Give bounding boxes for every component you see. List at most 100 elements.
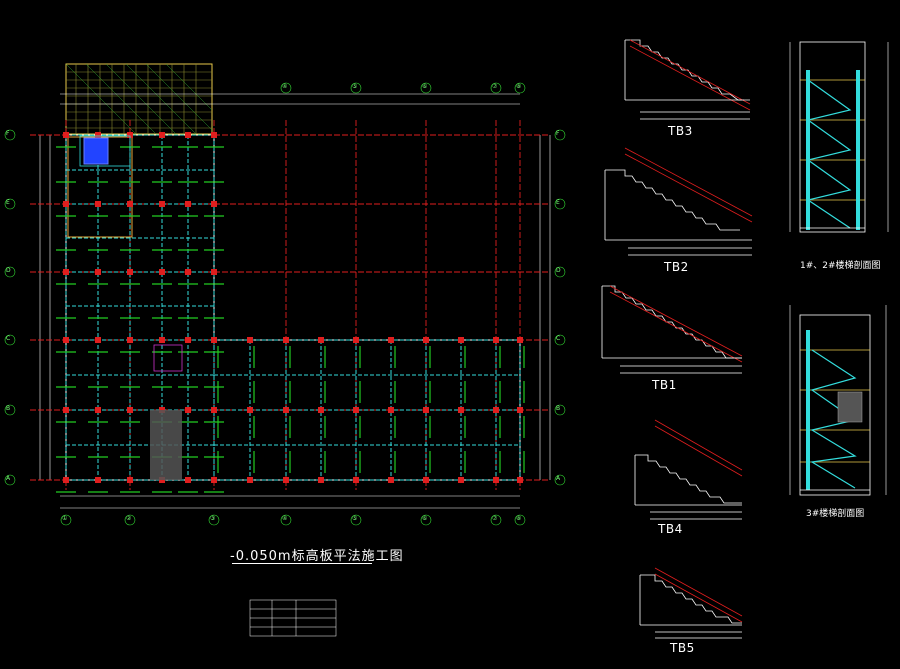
axis-top-4-label: ④ bbox=[282, 83, 288, 90]
axis-bottom-5 bbox=[350, 514, 362, 526]
stair-details bbox=[601, 39, 753, 639]
stair-sections bbox=[789, 41, 889, 496]
axis-left-2-label: B bbox=[6, 405, 11, 412]
column-11 bbox=[95, 477, 101, 483]
column-8 bbox=[95, 269, 101, 275]
axis-bottom-1 bbox=[60, 514, 72, 526]
axis-top-5 bbox=[350, 82, 362, 94]
column-42 bbox=[318, 337, 324, 343]
axis-top-8-label: ⑧ bbox=[516, 83, 522, 90]
axis-bottom-1-label: ① bbox=[62, 515, 68, 522]
column-27 bbox=[185, 337, 191, 343]
axis-right-5-label: E bbox=[556, 199, 560, 206]
axis-right-1-label: A bbox=[556, 475, 561, 482]
axis-bottom-7 bbox=[490, 514, 502, 526]
axis-left-6-label: F bbox=[6, 130, 10, 137]
axis-top-6 bbox=[420, 82, 432, 94]
tb5-label: TB5 bbox=[670, 641, 695, 655]
column-21 bbox=[159, 337, 165, 343]
column-18 bbox=[159, 132, 165, 138]
column-38 bbox=[247, 477, 253, 483]
axis-bottom-2 bbox=[124, 514, 136, 526]
section-1-2 bbox=[789, 41, 889, 233]
axis-top-4 bbox=[280, 82, 292, 94]
column-34 bbox=[211, 407, 217, 413]
column-57 bbox=[493, 337, 499, 343]
axis-right-2-label: B bbox=[556, 405, 561, 412]
axis-bottom-4 bbox=[280, 514, 292, 526]
column-59 bbox=[493, 477, 499, 483]
tb1-label: TB1 bbox=[652, 378, 677, 392]
column-4 bbox=[63, 407, 69, 413]
column-17 bbox=[127, 477, 133, 483]
column-55 bbox=[458, 407, 464, 413]
column-41 bbox=[283, 477, 289, 483]
column-12 bbox=[127, 132, 133, 138]
axis-left-3 bbox=[4, 334, 16, 346]
column-33 bbox=[211, 337, 217, 343]
column-30 bbox=[211, 132, 217, 138]
axis-bottom-2-label: ② bbox=[126, 515, 132, 522]
column-50 bbox=[388, 477, 394, 483]
column-14 bbox=[127, 269, 133, 275]
axis-bottom-7-label: ⑦ bbox=[492, 515, 498, 522]
column-48 bbox=[388, 337, 394, 343]
axis-left-6 bbox=[4, 129, 16, 141]
column-61 bbox=[517, 407, 523, 413]
axis-right-2 bbox=[554, 404, 566, 416]
axis-top-7 bbox=[490, 82, 502, 94]
column-9 bbox=[95, 337, 101, 343]
axis-right-4-label: D bbox=[556, 267, 561, 274]
column-58 bbox=[493, 407, 499, 413]
detail-tb2 bbox=[604, 147, 753, 256]
column-45 bbox=[353, 337, 359, 343]
column-36 bbox=[247, 337, 253, 343]
column-49 bbox=[388, 407, 394, 413]
column-32 bbox=[211, 269, 217, 275]
column-3 bbox=[63, 337, 69, 343]
section-3-title: 3#楼梯剖面图 bbox=[806, 509, 865, 519]
tb3-label: TB3 bbox=[668, 124, 693, 138]
detail-tb4 bbox=[634, 419, 743, 520]
section-3 bbox=[789, 305, 887, 496]
axis-bottom-8-label: ⑧ bbox=[516, 515, 522, 522]
axis-right-6 bbox=[554, 129, 566, 141]
column-56 bbox=[458, 477, 464, 483]
axis-right-3-label: C bbox=[556, 335, 561, 342]
column-6 bbox=[95, 132, 101, 138]
axis-top-7-label: ⑦ bbox=[492, 83, 498, 90]
notes-table bbox=[249, 599, 337, 637]
stair-core bbox=[83, 137, 109, 165]
axis-right-4 bbox=[554, 266, 566, 278]
axis-left-4-label: D bbox=[6, 267, 11, 274]
axis-right-1 bbox=[554, 474, 566, 486]
column-20 bbox=[159, 269, 165, 275]
column-43 bbox=[318, 407, 324, 413]
column-0 bbox=[63, 132, 69, 138]
void-hatch bbox=[150, 410, 182, 480]
axis-left-5 bbox=[4, 198, 16, 210]
column-44 bbox=[318, 477, 324, 483]
axis-left-5-label: E bbox=[6, 199, 10, 206]
axis-left-3-label: C bbox=[6, 335, 11, 342]
column-25 bbox=[185, 201, 191, 207]
axis-left-1-label: A bbox=[6, 475, 11, 482]
axis-left-4 bbox=[4, 266, 16, 278]
column-5 bbox=[63, 477, 69, 483]
column-31 bbox=[211, 201, 217, 207]
column-40 bbox=[283, 407, 289, 413]
column-10 bbox=[95, 407, 101, 413]
detail-tb1 bbox=[601, 285, 743, 374]
axis-bottom-6 bbox=[420, 514, 432, 526]
plan-title: -0.050m标高板平法施工图 bbox=[230, 549, 404, 564]
tb4-label: TB4 bbox=[658, 522, 683, 536]
column-24 bbox=[185, 132, 191, 138]
axis-bottom-3 bbox=[208, 514, 220, 526]
column-35 bbox=[211, 477, 217, 483]
column-37 bbox=[247, 407, 253, 413]
column-60 bbox=[517, 337, 523, 343]
column-54 bbox=[458, 337, 464, 343]
axis-right-6-label: F bbox=[556, 130, 560, 137]
column-26 bbox=[185, 269, 191, 275]
